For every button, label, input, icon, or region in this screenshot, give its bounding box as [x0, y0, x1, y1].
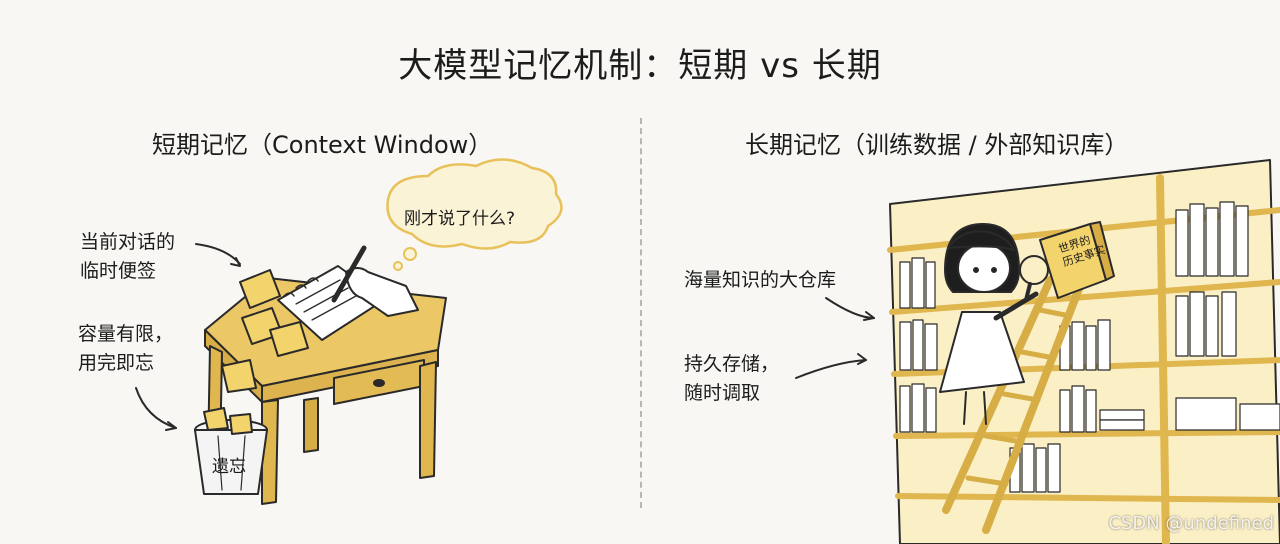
warehouse-caption: 海量知识的大仓库: [684, 269, 837, 291]
desk-illustration: [135, 158, 563, 505]
main-title: 大模型记忆机制：短期 vs 长期: [398, 46, 882, 86]
library-illustration: [795, 159, 1280, 544]
sticky-notes-caption: 当前对话的 临时便签: [80, 231, 176, 282]
watermark: CSDN @undefined: [1108, 513, 1274, 534]
long-term-heading: 长期记忆（训练数据 / 外部知识库）: [745, 131, 1129, 159]
storage-caption: 持久存储， 随时调取: [684, 353, 780, 404]
short-term-heading: 短期记忆（Context Window）: [152, 131, 493, 159]
capacity-caption: 容量有限， 用完即忘: [78, 323, 174, 374]
section-divider: [640, 118, 642, 508]
thought-bubble-text: 刚才说了什么?: [404, 209, 516, 229]
trash-can-label: 遗忘: [212, 457, 246, 477]
